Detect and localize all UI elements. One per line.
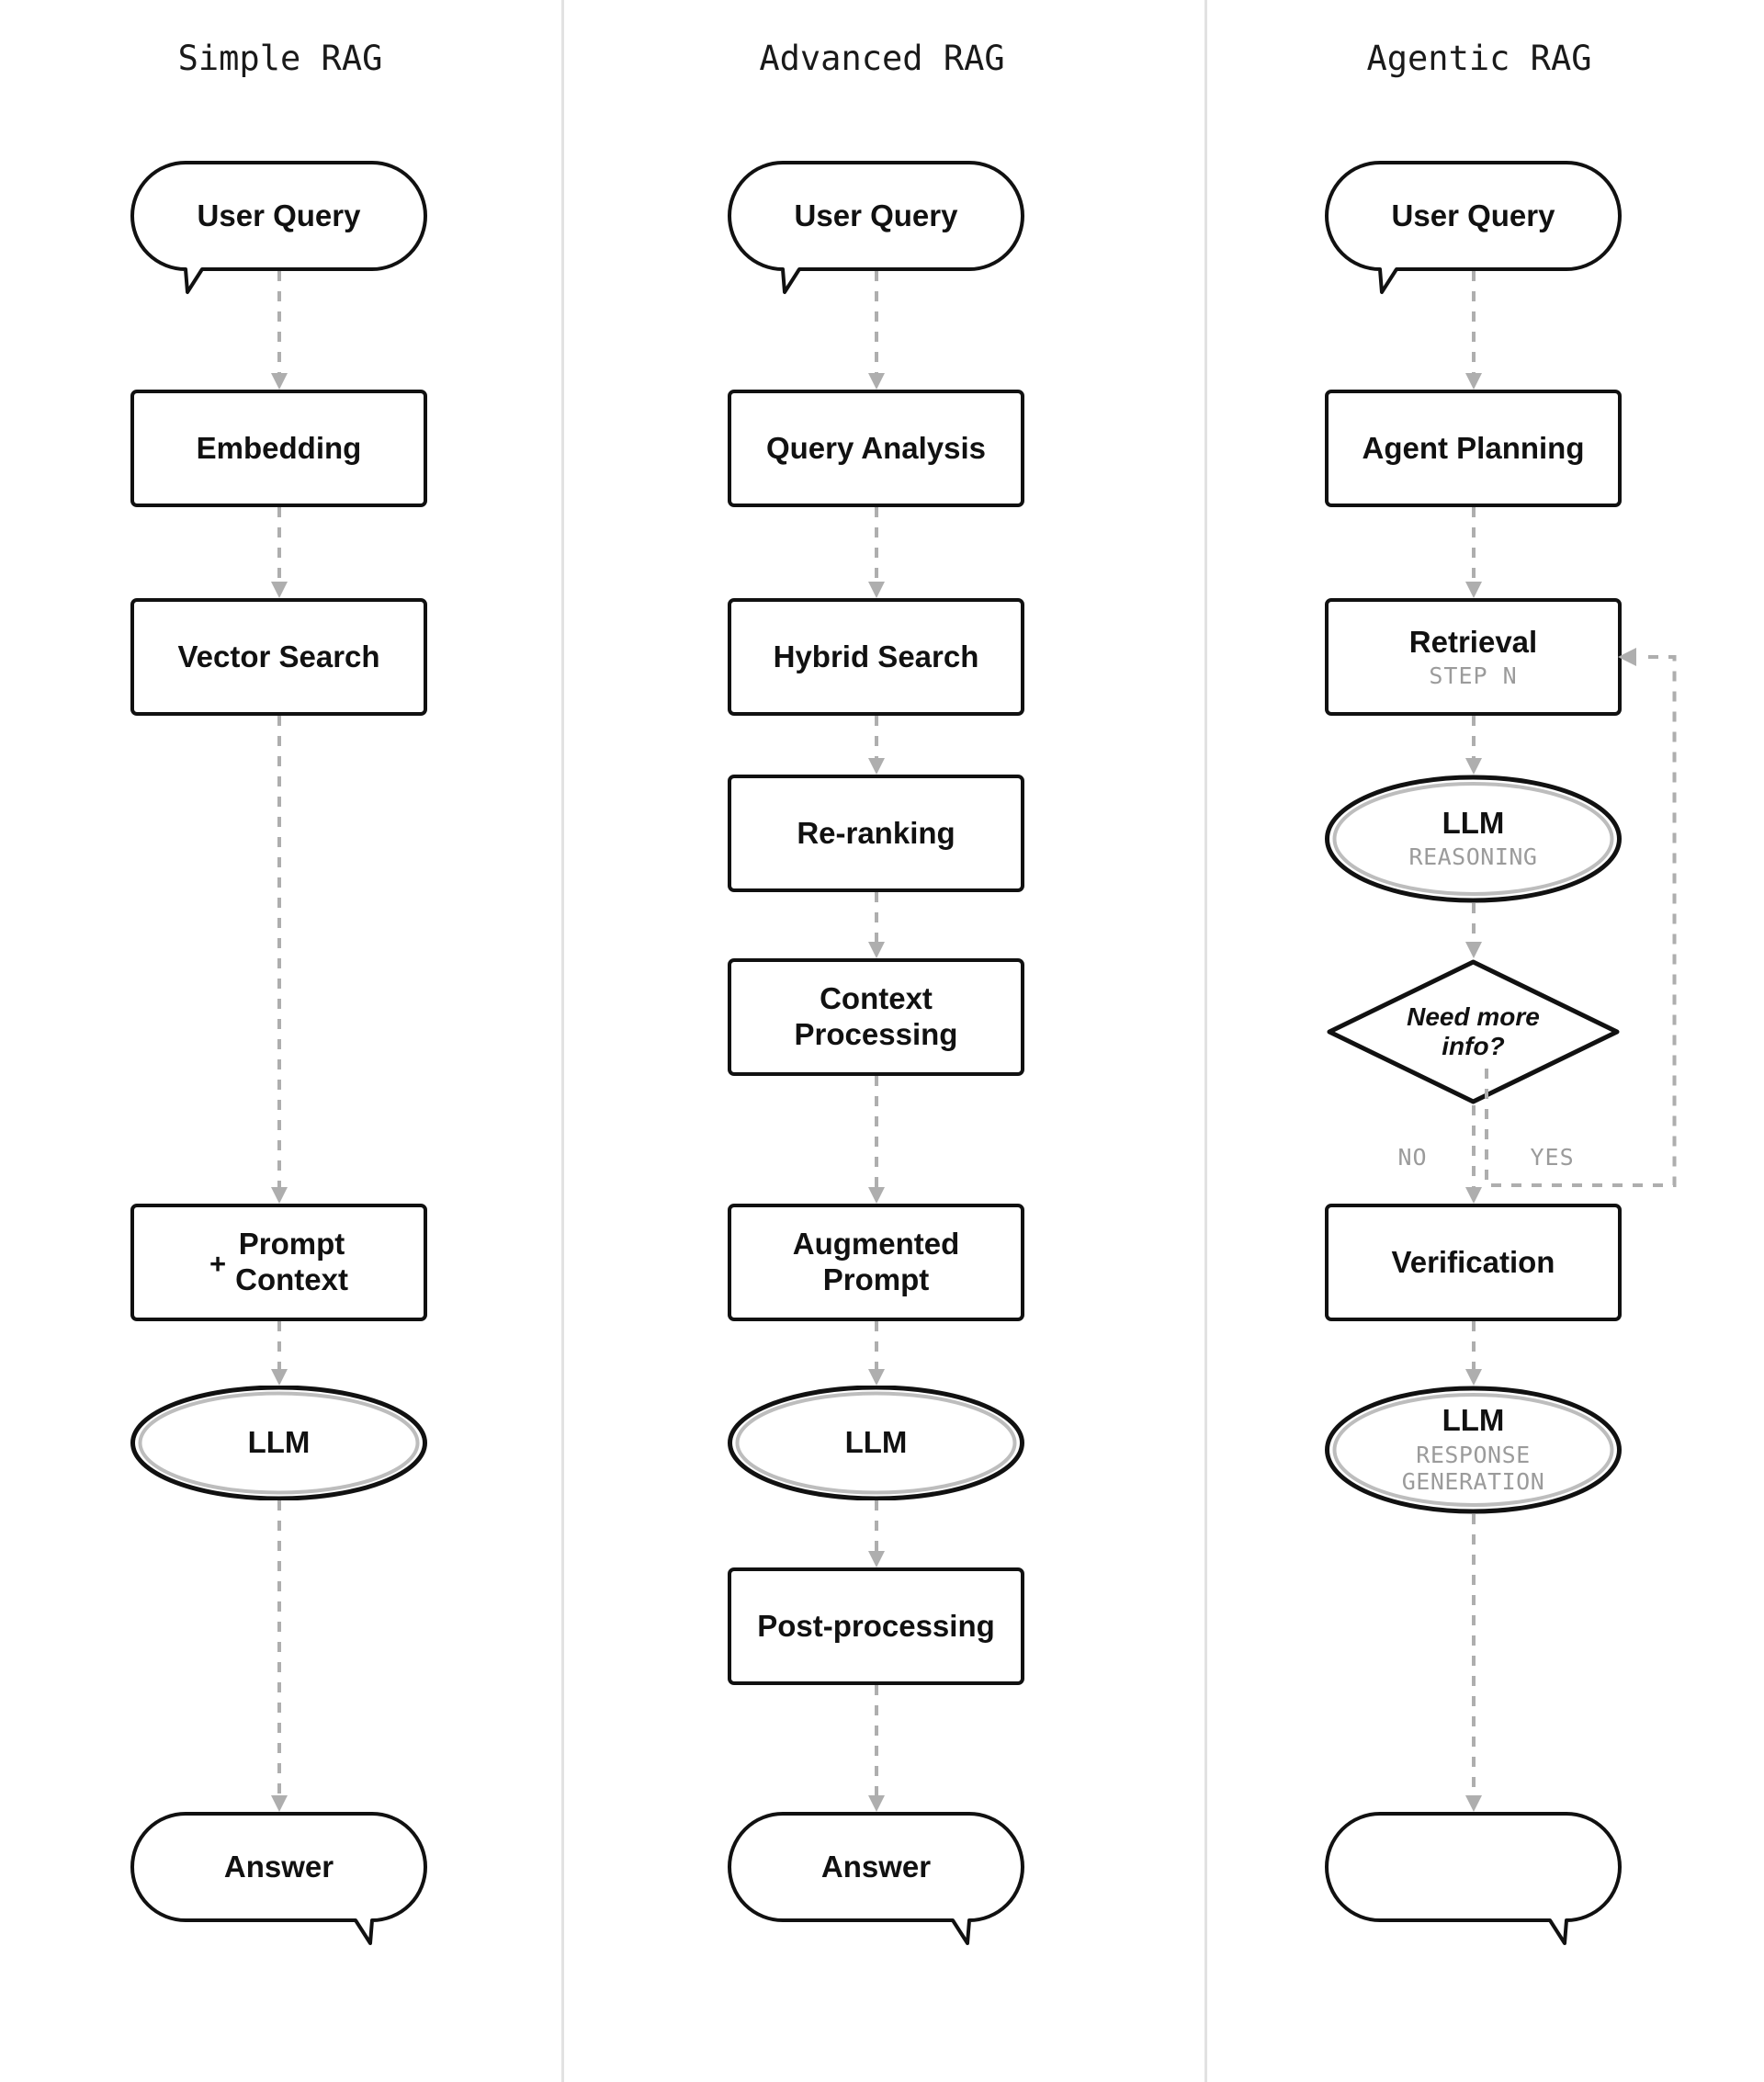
- node-sublabel: REASONING: [1408, 843, 1538, 871]
- connector-simple-2: [270, 507, 288, 598]
- node-label-line-1: Context: [820, 981, 933, 1016]
- node-advanced-hybrid-search[interactable]: Hybrid Search: [728, 598, 1024, 716]
- node-simple-prompt-context[interactable]: + Prompt Context: [130, 1204, 427, 1321]
- node-agentic-user-query[interactable]: User Query: [1325, 161, 1622, 294]
- node-advanced-re-ranking[interactable]: Re-ranking: [728, 775, 1024, 892]
- connector-advanced-5: [867, 1076, 885, 1204]
- node-label: Prompt Context: [235, 1227, 348, 1296]
- connector-advanced-4: [867, 892, 885, 958]
- connector-agentic-2: [1464, 507, 1482, 598]
- ellipse-shape: [130, 1386, 427, 1500]
- connector-advanced-1: [867, 271, 885, 390]
- node-label: Answer: [820, 1850, 932, 1884]
- node-simple-user-query[interactable]: User Query: [130, 161, 427, 294]
- node-label-line-1: Augmented: [792, 1227, 960, 1262]
- node-label: Vector Search: [177, 639, 380, 673]
- node-sublabel: STEP N: [1429, 662, 1518, 689]
- node-simple-embedding[interactable]: Embedding: [130, 390, 427, 507]
- speech-bubble-shape: [1325, 161, 1622, 294]
- node-label-line-2: info?: [1442, 1032, 1505, 1060]
- node-agentic-llm-reasoning[interactable]: LLM REASONING: [1325, 775, 1622, 903]
- connector-agentic-no-branch: [1464, 1105, 1482, 1204]
- node-label: Embedding: [196, 430, 362, 465]
- diamond-shape: [1327, 959, 1620, 1104]
- node-advanced-context-processing[interactable]: Context Processing: [728, 958, 1024, 1076]
- column-title-simple-rag: Simple RAG: [177, 39, 383, 78]
- node-label: Query Analysis: [765, 430, 987, 465]
- node-agentic-need-more-info[interactable]: Need more info?: [1325, 958, 1622, 1105]
- node-simple-vector-search[interactable]: Vector Search: [130, 598, 427, 716]
- connector-agentic-6: [1464, 1514, 1482, 1812]
- connector-agentic-5: [1464, 1321, 1482, 1386]
- node-label: Answer: [223, 1850, 334, 1884]
- node-label: Hybrid Search: [773, 639, 979, 673]
- node-agentic-retrieval[interactable]: Retrieval STEP N: [1325, 598, 1622, 716]
- speech-bubble-shape: [130, 1812, 427, 1945]
- node-label: Re-ranking: [797, 815, 956, 850]
- node-label: User Query: [197, 198, 361, 232]
- column-divider-1: [561, 0, 564, 2082]
- node-label: LLM: [247, 1425, 311, 1460]
- column-title-advanced-rag: Advanced RAG: [759, 39, 1005, 78]
- connector-advanced-8: [867, 1685, 885, 1812]
- node-advanced-augmented-prompt[interactable]: Augmented Prompt: [728, 1204, 1024, 1321]
- node-label: User Query: [1391, 198, 1555, 232]
- connector-agentic-yes-loop-head: [1618, 648, 1636, 666]
- connector-agentic-4: [1464, 903, 1482, 958]
- column-title-agentic-rag: Agentic RAG: [1366, 39, 1592, 78]
- ellipse-shape: [728, 1386, 1024, 1500]
- speech-bubble-shape: [728, 161, 1024, 294]
- node-advanced-post-processing[interactable]: Post-processing: [728, 1567, 1024, 1685]
- connector-simple-3: [270, 716, 288, 1204]
- node-sublabel-line-1: RESPONSE: [1416, 1441, 1531, 1468]
- column-divider-2: [1204, 0, 1207, 2082]
- node-agentic-answer[interactable]: [1325, 1812, 1622, 1945]
- node-label-line-2: Processing: [794, 1017, 958, 1051]
- speech-bubble-shape: [728, 1812, 1024, 1945]
- node-advanced-answer[interactable]: Answer: [728, 1812, 1024, 1945]
- node-agentic-verification[interactable]: Verification: [1325, 1204, 1622, 1321]
- node-advanced-llm[interactable]: LLM: [728, 1386, 1024, 1500]
- node-label-line-2: Prompt: [822, 1262, 930, 1296]
- node-agentic-agent-planning[interactable]: Agent Planning: [1325, 390, 1622, 507]
- node-label: Agent Planning: [1362, 430, 1585, 465]
- node-simple-llm[interactable]: LLM: [130, 1386, 427, 1500]
- connector-agentic-1: [1464, 271, 1482, 390]
- node-label-line-1: Need more: [1407, 1001, 1540, 1031]
- connector-simple-5: [270, 1500, 288, 1812]
- connector-agentic-3: [1464, 716, 1482, 775]
- edge-label-yes: YES: [1530, 1144, 1575, 1171]
- node-label: LLM: [844, 1425, 908, 1460]
- node-label: User Query: [794, 198, 958, 232]
- speech-bubble-shape: [130, 161, 427, 294]
- connector-advanced-3: [867, 716, 885, 775]
- node-sublabel-line-2: GENERATION: [1401, 1468, 1545, 1496]
- connector-simple-4: [270, 1321, 288, 1386]
- node-simple-answer[interactable]: Answer: [130, 1812, 427, 1945]
- ellipse-shape: [1325, 775, 1622, 903]
- edge-label-no: NO: [1397, 1144, 1428, 1171]
- connector-simple-1: [270, 271, 288, 390]
- plus-icon: +: [209, 1247, 227, 1280]
- connector-advanced-2: [867, 507, 885, 598]
- node-label: LLM: [1442, 1403, 1505, 1438]
- node-label: Retrieval: [1408, 624, 1538, 659]
- node-agentic-llm-response[interactable]: LLM RESPONSE GENERATION: [1325, 1386, 1622, 1514]
- connector-agentic-yes-loop: [1484, 655, 1676, 1187]
- speech-bubble-shape: [1325, 1812, 1622, 1945]
- connector-advanced-7: [867, 1500, 885, 1567]
- ellipse-shape: [1325, 1386, 1622, 1514]
- node-label: Verification: [1391, 1244, 1555, 1279]
- node-advanced-user-query[interactable]: User Query: [728, 161, 1024, 294]
- connector-advanced-6: [867, 1321, 885, 1386]
- node-advanced-query-analysis[interactable]: Query Analysis: [728, 390, 1024, 507]
- node-label: LLM: [1442, 806, 1505, 841]
- node-label: Post-processing: [757, 1608, 995, 1643]
